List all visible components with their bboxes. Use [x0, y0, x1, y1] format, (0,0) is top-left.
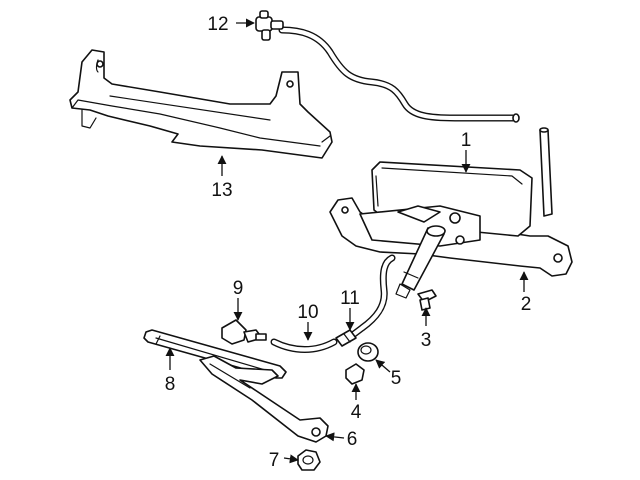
callout-6: 6 — [347, 429, 358, 450]
part-3-bolt — [417, 289, 437, 311]
leader-6 — [325, 432, 345, 442]
callout-9: 9 — [233, 278, 244, 299]
part-8-wiper-blade — [143, 329, 287, 379]
part-12-check-valve — [255, 10, 520, 123]
part-10-washer-hose — [270, 338, 338, 353]
callout-3: 3 — [421, 330, 432, 351]
part-11-hose-connector — [335, 254, 396, 347]
part-7-nut — [297, 449, 321, 471]
callout-4: 4 — [351, 402, 362, 423]
callout-2: 2 — [521, 294, 532, 315]
part-5-grommet — [357, 342, 379, 362]
callout-10: 10 — [297, 302, 318, 323]
part-13-cowl-bracket — [69, 49, 333, 159]
callout-13: 13 — [211, 180, 232, 201]
callout-1: 1 — [461, 130, 472, 151]
callout-11: 11 — [340, 288, 360, 309]
callout-5: 5 — [391, 368, 402, 389]
leader-5 — [375, 359, 391, 373]
part-1-wiper-motor — [359, 127, 553, 299]
leader-7 — [283, 454, 299, 464]
callout-12: 12 — [207, 14, 228, 35]
part-9-washer-nozzle — [221, 319, 267, 345]
part-6-wiper-arm — [199, 355, 329, 443]
callout-8: 8 — [165, 374, 176, 395]
callout-7: 7 — [269, 450, 280, 471]
part-4-nut — [345, 363, 365, 385]
